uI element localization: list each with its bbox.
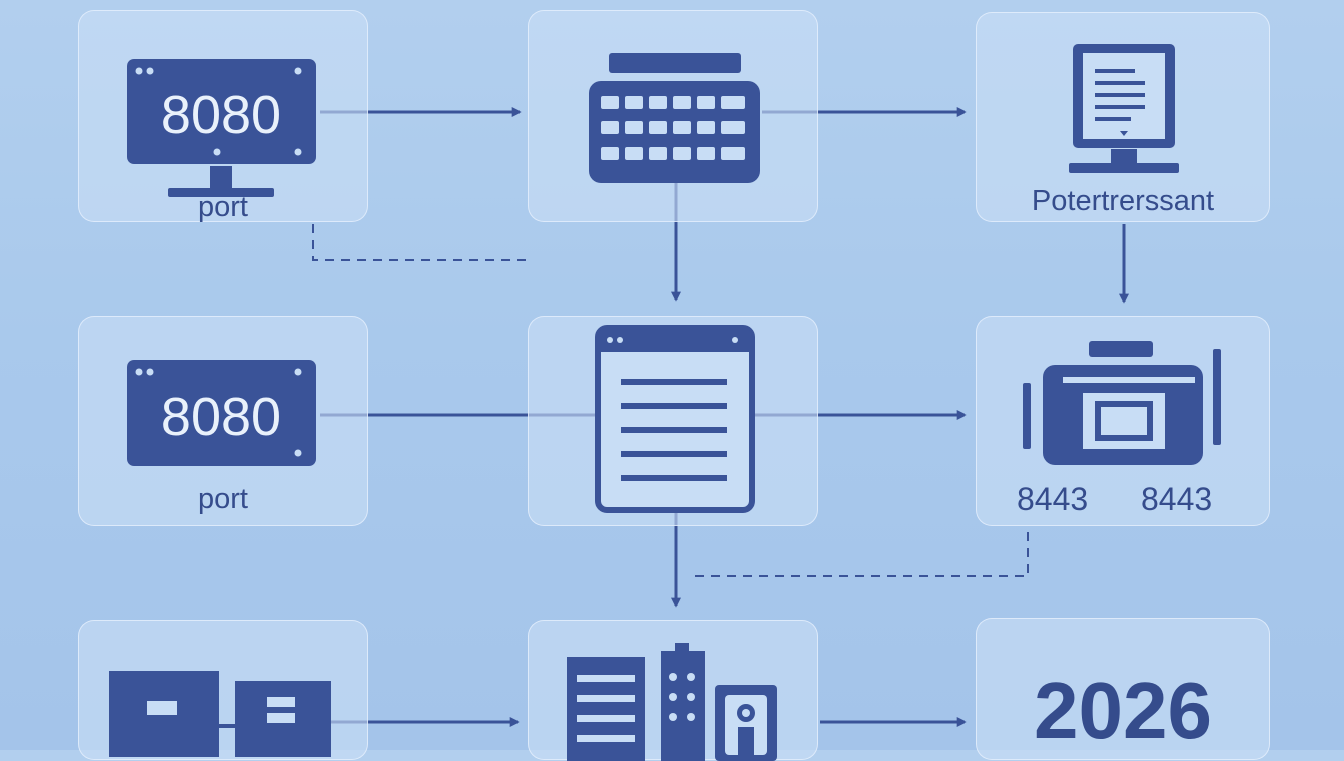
monitor-screen-text: 8080 — [161, 85, 281, 145]
node-buildings — [528, 620, 818, 761]
node-keyboard — [528, 10, 818, 222]
monitor-icon: 8080 — [127, 59, 316, 197]
connector-dashed-n6-n8 — [695, 532, 1029, 577]
node-port-8080-middle: 8080 port — [78, 316, 368, 526]
node-browser-document — [528, 316, 818, 526]
node-label-left: 8443 — [1017, 481, 1089, 517]
node-port-8080-top: 8080 port — [78, 10, 368, 223]
monitor-icon: 8080 — [127, 360, 316, 466]
monitor-document-icon — [1069, 44, 1179, 173]
node-device-8443: 8443 8443 — [976, 316, 1270, 526]
node-label: port — [198, 483, 248, 515]
node-server-blocks — [78, 620, 368, 760]
monitor-screen-text: 8080 — [161, 387, 281, 447]
node-year-text: 2026 — [1034, 666, 1212, 755]
node-monitor-document: Potertrerssant — [976, 12, 1270, 222]
connector-dashed-n1-n2 — [312, 224, 528, 261]
node-label: Potertrerssant — [1031, 185, 1215, 217]
buildings-icon — [567, 643, 777, 761]
node-label: port — [198, 191, 248, 223]
device-icon — [1023, 341, 1221, 465]
server-blocks-icon — [109, 671, 331, 757]
node-year: 2026 — [976, 618, 1270, 760]
node-label-right: 8443 — [1141, 481, 1213, 517]
browser-document-icon — [595, 325, 755, 513]
keyboard-icon — [589, 53, 760, 183]
